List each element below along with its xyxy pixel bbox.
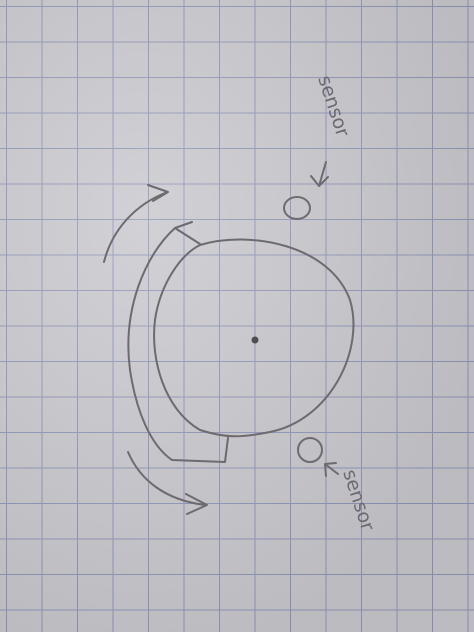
sensor-top-arrow-icon <box>310 161 329 187</box>
rotation-arrow-bottom <box>127 451 206 506</box>
sensor-top-label: sensor <box>313 73 353 140</box>
sensor-bottom-arrow-icon <box>324 462 339 477</box>
sensor-bottom-circle <box>297 437 323 463</box>
rotation-arrow-top <box>103 192 166 263</box>
axle-point <box>251 336 259 344</box>
housing-top-joint <box>174 227 201 245</box>
rotating-disc <box>153 238 355 438</box>
sensor-top-circle <box>283 196 311 220</box>
sensor-bottom-label: sensor <box>338 467 378 534</box>
outer-housing <box>127 221 229 463</box>
rotation-arrowhead-top-icon <box>147 184 169 202</box>
rotation-arrowhead-bottom-icon <box>185 493 208 515</box>
